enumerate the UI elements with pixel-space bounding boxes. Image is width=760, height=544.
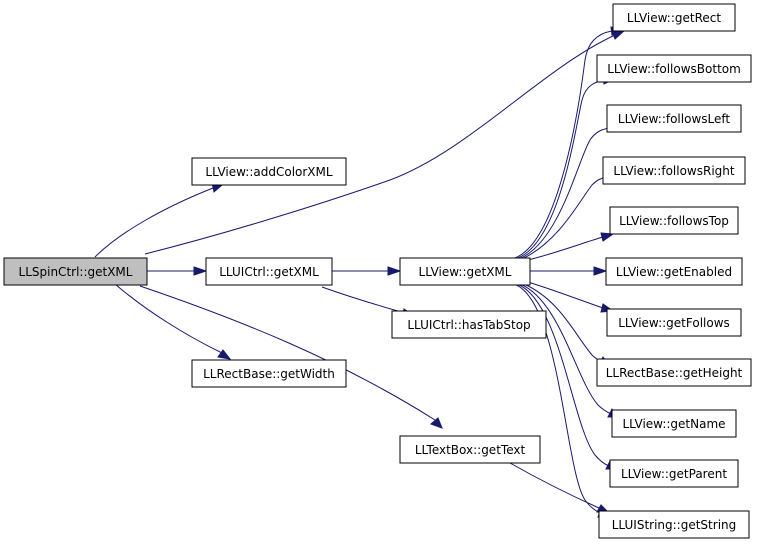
- edge-view-get-xml-to-follows-top: [527, 232, 615, 261]
- node-view-follows-bottom-label: LLView::followsBottom: [607, 62, 741, 76]
- node-uistring-get-string-label: LLUIString::getString: [612, 518, 737, 532]
- node-view-get-xml[interactable]: LLView::getXML: [399, 257, 531, 286]
- node-view-get-name[interactable]: LLView::getName: [611, 409, 737, 438]
- node-view-follows-top[interactable]: LLView::followsTop: [609, 206, 739, 235]
- node-root-label: LLSpinCtrl::getXML: [19, 265, 133, 279]
- node-view-get-name-label: LLView::getName: [622, 417, 725, 431]
- node-view-get-parent-box: [609, 459, 739, 488]
- edge-root-to-get-rect: [144, 29, 627, 255]
- node-rectbase-get-height-box: [596, 358, 752, 387]
- node-add-color-xml-label: LLView::addColorXML: [205, 165, 332, 179]
- node-add-color-xml[interactable]: LLView::addColorXML: [191, 157, 347, 186]
- node-uictrl-get-xml[interactable]: LLUICtrl::getXML: [205, 257, 333, 286]
- node-view-follows-right-box: [602, 156, 746, 185]
- node-uistring-get-string-box: [598, 510, 750, 539]
- node-view-get-follows[interactable]: LLView::getFollows: [606, 308, 742, 337]
- node-add-color-xml-box: [191, 157, 347, 186]
- node-view-follows-right[interactable]: LLView::followsRight: [602, 156, 746, 185]
- node-view-follows-bottom[interactable]: LLView::followsBottom: [596, 54, 752, 83]
- node-uictrl-has-tab-stop-label: LLUICtrl::hasTabStop: [407, 318, 530, 332]
- node-view-get-parent-label: LLView::getParent: [621, 467, 727, 481]
- node-uictrl-get-xml-box: [205, 257, 333, 286]
- edge-root-to-get-text: [139, 285, 443, 429]
- node-textbox-get-text-label: LLTextBox::getText: [415, 443, 526, 457]
- node-rectbase-get-width-box: [191, 359, 347, 388]
- node-view-get-follows-label: LLView::getFollows: [618, 316, 730, 330]
- node-view-follows-left-box: [606, 104, 742, 133]
- node-view-get-follows-box: [606, 308, 742, 337]
- edge-view-get-xml-to-follows-bottom: [517, 75, 616, 259]
- node-rectbase-get-height[interactable]: LLRectBase::getHeight: [596, 358, 752, 387]
- node-root[interactable]: LLSpinCtrl::getXML: [3, 257, 148, 286]
- edge-root-to-uictrl-get-xml: [147, 266, 208, 276]
- node-view-follows-left[interactable]: LLView::followsLeft: [606, 104, 742, 133]
- node-view-get-rect[interactable]: LLView::getRect: [612, 3, 736, 32]
- edge-uictrl-to-view-get-xml: [332, 266, 402, 276]
- node-view-follows-bottom-box: [596, 54, 752, 83]
- node-textbox-get-text[interactable]: LLTextBox::getText: [399, 435, 541, 464]
- node-uistring-get-string[interactable]: LLUIString::getString: [598, 510, 750, 539]
- node-view-follows-top-label: LLView::followsTop: [619, 214, 729, 228]
- node-rectbase-get-width-label: LLRectBase::getWidth: [203, 367, 335, 381]
- node-textbox-get-text-box: [399, 435, 541, 464]
- edge-root-to-get-width: [114, 283, 232, 360]
- edge-get-text-to-get-string: [509, 462, 611, 514]
- edge-view-get-xml-to-get-enabled: [530, 266, 608, 276]
- node-uictrl-get-xml-label: LLUICtrl::getXML: [219, 265, 319, 279]
- node-view-follows-top-box: [609, 206, 739, 235]
- node-view-get-enabled-box: [605, 257, 743, 286]
- node-view-get-enabled[interactable]: LLView::getEnabled: [605, 257, 743, 286]
- node-root-box: [3, 257, 148, 286]
- node-view-get-parent[interactable]: LLView::getParent: [609, 459, 739, 488]
- node-uictrl-has-tab-stop-box: [391, 310, 547, 339]
- node-view-get-rect-box: [612, 3, 736, 32]
- node-view-get-xml-label: LLView::getXML: [419, 265, 512, 279]
- node-view-get-name-box: [611, 409, 737, 438]
- node-view-follows-right-label: LLView::followsRight: [613, 164, 734, 178]
- edge-view-get-xml-to-get-name: [519, 283, 621, 418]
- node-view-follows-left-label: LLView::followsLeft: [618, 112, 730, 126]
- node-rectbase-get-width[interactable]: LLRectBase::getWidth: [191, 359, 347, 388]
- node-view-get-xml-box: [399, 257, 531, 286]
- node-uictrl-has-tab-stop[interactable]: LLUICtrl::hasTabStop: [391, 310, 547, 339]
- node-view-get-enabled-label: LLView::getEnabled: [616, 265, 732, 279]
- node-rectbase-get-height-label: LLRectBase::getHeight: [606, 366, 743, 380]
- node-view-get-rect-label: LLView::getRect: [627, 11, 721, 25]
- edge-root-to-add-color-xml: [94, 182, 224, 258]
